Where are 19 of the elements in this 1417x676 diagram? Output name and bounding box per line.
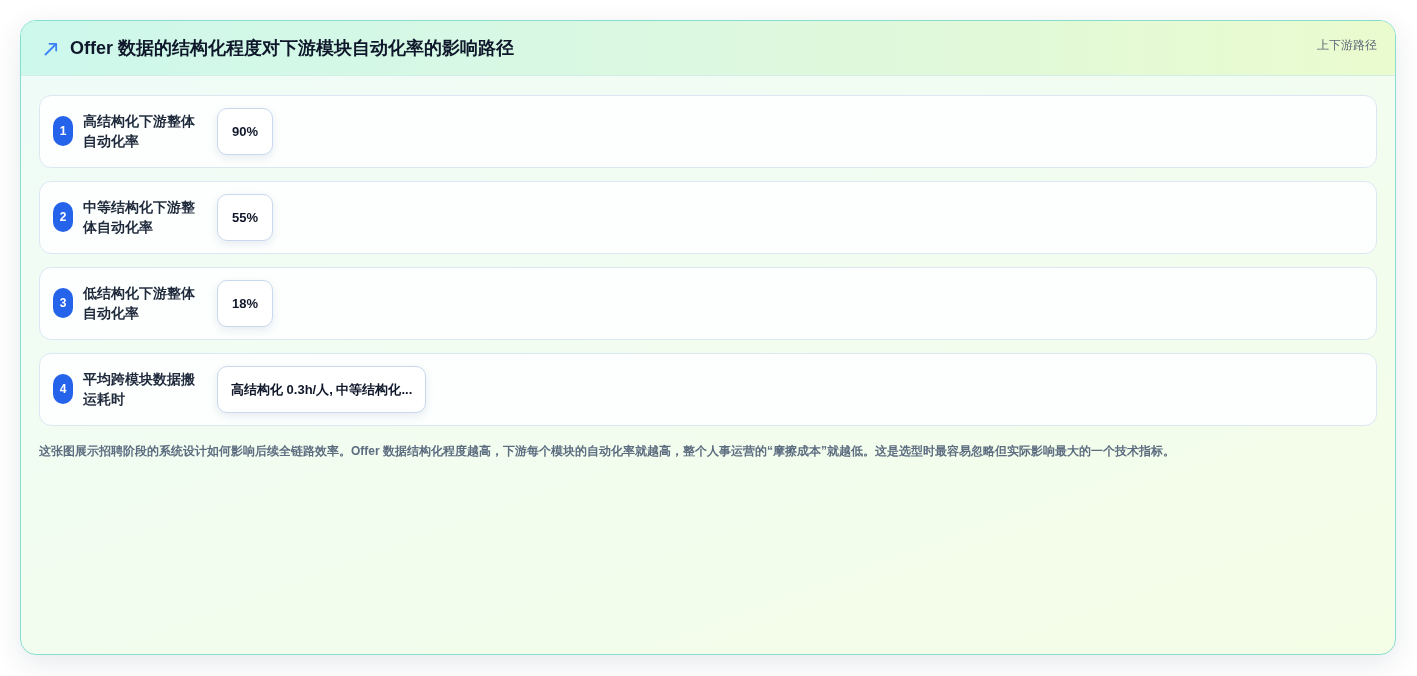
diagram-title: Offer 数据的结构化程度对下游模块自动化率的影响路径 [70, 37, 514, 60]
metric-row [39, 267, 1377, 340]
number-badge: 2 [53, 202, 73, 232]
value-box: 18% [217, 280, 273, 327]
metric-row [39, 181, 1377, 254]
section-tag: 上下游路径 [1317, 37, 1377, 53]
metric-label: 平均跨模块数据搬运耗时 [83, 370, 196, 409]
metric-label: 高结构化下游整体自动化率 [83, 112, 196, 151]
value-box: 55% [217, 194, 273, 241]
value-box: 高结构化 0.3h/人, 中等结构化... [217, 366, 427, 413]
metric-label: 中等结构化下游整体自动化率 [83, 198, 196, 237]
metric-row [39, 95, 1377, 168]
value-box: 90% [217, 108, 273, 155]
metric-label: 低结构化下游整体自动化率 [83, 284, 196, 323]
number-badge: 3 [53, 288, 73, 318]
number-badge: 1 [53, 116, 73, 146]
caption-text: 这张图展示招聘阶段的系统设计如何影响后续全链路效率。Offer 数据结构化程度越高，下游每个模块的自动化率就越高，整个人事运营的“摩擦成本”就越低。这是选型时最容易忽略但实际影响最大的一个技术指标。 [39, 443, 1176, 460]
number-badge: 4 [53, 374, 73, 404]
metric-row [39, 353, 1377, 426]
